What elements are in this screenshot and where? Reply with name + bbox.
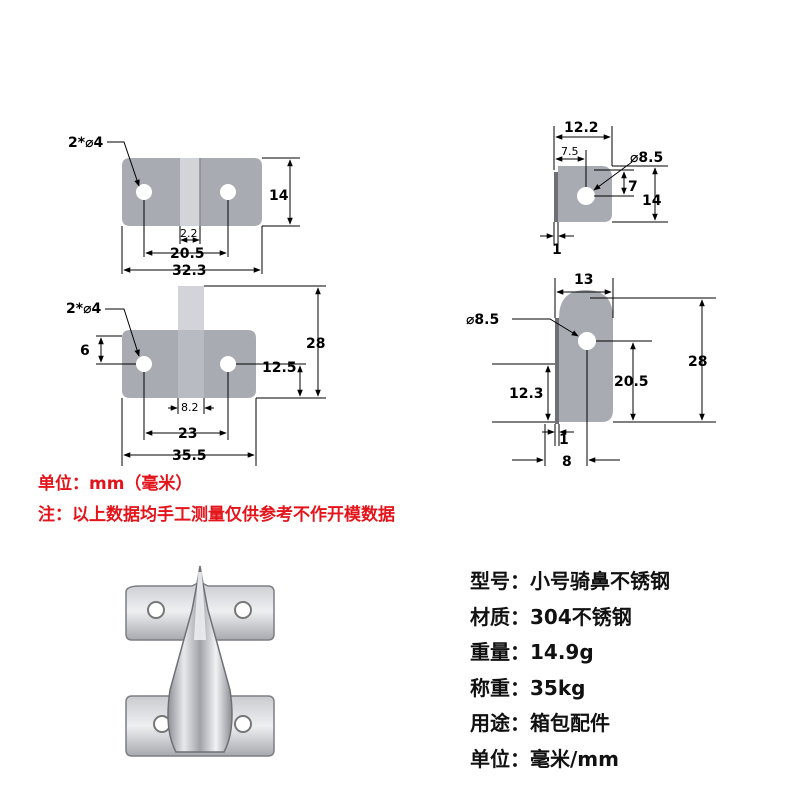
bottom-side-dim-thickness: 1 (559, 432, 569, 448)
top-side-dim-width: 12.2 (564, 120, 599, 136)
spec-weight: 重量：14.9g (470, 640, 594, 664)
top-side-dim-thickness: 1 (552, 242, 562, 258)
notes: 单位：mm（毫米） 注：以上数据均手工测量仅供参考不作开模数据 (38, 469, 395, 531)
bottom-side-dim-height: 28 (688, 354, 707, 370)
top-side-edge (554, 172, 558, 222)
spec-material: 材质：304不锈钢 (470, 604, 632, 629)
bottom-side-dim-hole-height: 20.5 (614, 374, 649, 390)
bottom-side-dim-width: 13 (574, 272, 593, 288)
top-side-dim-height: 14 (642, 193, 662, 209)
bottom-front-hole-right (220, 356, 236, 372)
bottom-front-dim-holes: 23 (178, 426, 197, 442)
product-photo (125, 565, 275, 757)
bottom-front-hole-left (136, 356, 152, 372)
top-side-view: 12.2 7.5 ⌀8.5 7 14 1 (540, 120, 668, 258)
bottom-front-dim-hole-height: 12.5 (262, 360, 297, 376)
bottom-front-view: 2*⌀4 6 12.5 28 8.2 23 35.5 (66, 285, 326, 466)
top-front-holes-label: 2*⌀4 (68, 135, 103, 151)
top-front-view: 2*⌀4 14 2.2 20.5 32.3 (68, 135, 300, 279)
unit-note: 单位：mm（毫米） (38, 474, 193, 494)
spec-unit: 单位：毫米/mm (470, 746, 619, 771)
bottom-side-edge (555, 318, 559, 424)
disclaimer-note: 注：以上数据均手工测量仅供参考不作开模数据 (38, 505, 395, 525)
top-front-dim-inner: 2.2 (180, 227, 198, 240)
bottom-side-view: 13 ⌀8.5 28 20.5 12.3 1 8 (466, 272, 716, 470)
top-front-hole-left (136, 184, 152, 200)
spec-load: 称重：35kg (470, 675, 586, 700)
bottom-front-holes-label: 2*⌀4 (66, 301, 101, 317)
top-side-hole (577, 187, 595, 205)
bottom-side-dim-depth: 8 (562, 454, 572, 470)
bottom-front-dim-width: 35.5 (172, 448, 207, 464)
bottom-side-plate (559, 290, 613, 422)
bottom-side-hole (578, 332, 596, 350)
bottom-side-dim-hole: ⌀8.5 (466, 312, 499, 328)
spec-usage: 用途：箱包配件 (470, 711, 610, 735)
top-front-slot (180, 158, 200, 226)
spec-model: 型号：小号骑鼻不锈钢 (470, 569, 670, 593)
top-front-dim-width: 32.3 (172, 263, 207, 279)
top-front-dim-holes: 20.5 (170, 246, 205, 262)
top-side-dim-hole-height: 7 (628, 179, 638, 195)
photo-hole-top-right (234, 601, 252, 619)
bottom-front-dim-height: 28 (306, 336, 325, 352)
top-front-hole-right (220, 184, 236, 200)
photo-hole-bottom-right (234, 715, 252, 733)
top-front-dim-height: 14 (269, 188, 289, 204)
spec-list: 型号：小号骑鼻不锈钢 材质：304不锈钢 重量：14.9g 称重：35kg 用途… (470, 564, 670, 777)
bottom-front-dim-inner: 8.2 (181, 401, 199, 414)
photo-hole-top-left (147, 601, 165, 619)
bottom-side-dim-low: 12.3 (509, 386, 544, 402)
top-side-dim-offset: 7.5 (561, 145, 579, 158)
top-side-dim-hole: ⌀8.5 (630, 150, 663, 166)
bottom-front-dim-left: 6 (80, 343, 90, 359)
